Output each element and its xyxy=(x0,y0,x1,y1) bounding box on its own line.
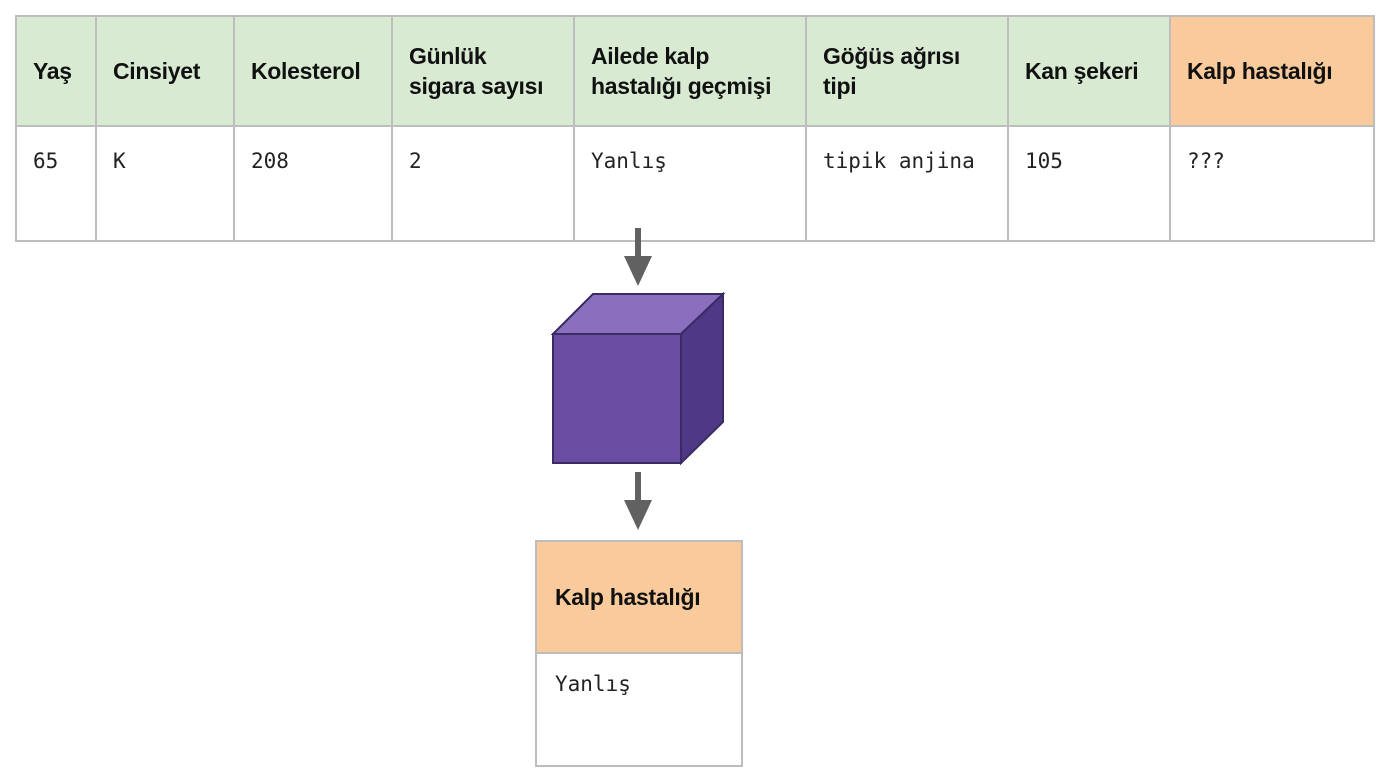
header-cigarettes: Günlük sigara sayısı xyxy=(391,15,575,127)
cell-heart-disease: ??? xyxy=(1169,125,1375,242)
cell-blood-sugar: 105 xyxy=(1007,125,1171,242)
cell-chest-pain: tipik anjina xyxy=(805,125,1009,242)
cell-family-history: Yanlış xyxy=(573,125,807,242)
cell-age: 65 xyxy=(15,125,97,242)
arrow-down-icon xyxy=(624,228,652,286)
table-row: Yanlış xyxy=(535,652,743,767)
header-cholesterol: Kolesterol xyxy=(233,15,393,127)
header-gender: Cinsiyet xyxy=(95,15,235,127)
output-table: Kalp hastalığı Yanlış xyxy=(535,540,743,767)
header-row: Yaş Cinsiyet Kolesterol Günlük sigara sa… xyxy=(15,15,1375,127)
table-row: 65 K 208 2 Yanlış tipik anjina 105 ??? xyxy=(15,125,1375,242)
cell-gender: K xyxy=(95,125,235,242)
header-chest-pain: Göğüs ağrısı tipi xyxy=(805,15,1009,127)
cell-cholesterol: 208 xyxy=(233,125,393,242)
cube-icon xyxy=(551,292,726,466)
header-blood-sugar: Kan şekeri xyxy=(1007,15,1171,127)
cell-cigarettes: 2 xyxy=(391,125,575,242)
header-heart-disease: Kalp hastalığı xyxy=(1169,15,1375,127)
output-value: Yanlış xyxy=(535,652,743,767)
output-header: Kalp hastalığı xyxy=(535,540,743,654)
input-table: Yaş Cinsiyet Kolesterol Günlük sigara sa… xyxy=(15,15,1375,242)
header-row: Kalp hastalığı xyxy=(535,540,743,654)
header-age: Yaş xyxy=(15,15,97,127)
arrow-down-icon xyxy=(624,472,652,530)
header-family-history: Ailede kalp hastalığı geçmişi xyxy=(573,15,807,127)
